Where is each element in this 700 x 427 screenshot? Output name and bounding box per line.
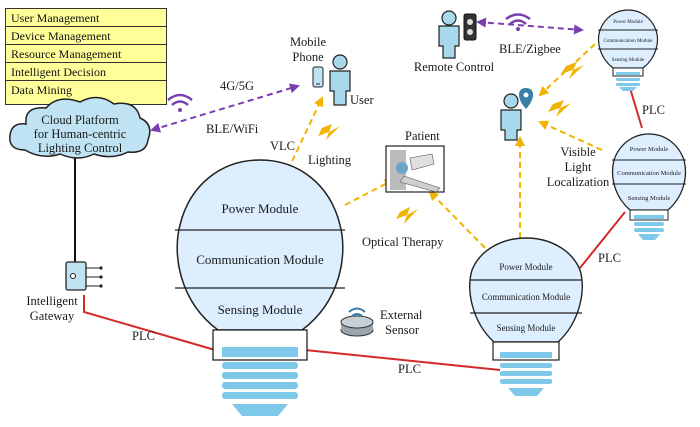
- remote-control-label: Remote Control: [414, 60, 495, 74]
- external-sensor-icon: [340, 307, 374, 337]
- secondary-communication-module: Communication Module: [482, 292, 570, 302]
- top-power-module: Power Module: [613, 20, 643, 25]
- right-power-module: Power Module: [630, 146, 669, 153]
- label-4g5g: 4G/5G: [220, 79, 254, 93]
- vll-label-line1: Visible: [560, 145, 596, 159]
- gateway-label-line2: Gateway: [30, 309, 75, 323]
- sensor-label-line2: Sensor: [385, 323, 420, 337]
- vll-label-line3: Localization: [547, 175, 610, 189]
- right-communication-module: Communication Module: [617, 170, 681, 177]
- localized-user-icon: [500, 93, 522, 141]
- wifi-icon: [167, 93, 193, 112]
- label-plc-bottom: PLC: [398, 362, 421, 376]
- vll-label-line2: Light: [564, 160, 592, 174]
- main-light-bulb: [175, 159, 345, 416]
- management-item: Intelligent Decision: [6, 63, 166, 81]
- remote-user-icon: [438, 10, 460, 59]
- sensor-label-line1: External: [380, 308, 423, 322]
- management-item: Resource Management: [6, 45, 166, 63]
- plc-line-bottom: [304, 349, 501, 371]
- label-ble-wifi: BLE/WiFi: [206, 122, 259, 136]
- ble-zigbee-link: [476, 17, 584, 35]
- label-plc-mid: PLC: [598, 251, 621, 265]
- vlc-light-link: [287, 96, 324, 171]
- main-power-module: Power Module: [222, 201, 299, 216]
- cloud-label-line1: Cloud Platform: [41, 113, 119, 127]
- gateway-label-line1: Intelligent: [26, 294, 78, 308]
- plc-line-mid: [579, 211, 626, 269]
- remote-control-icon: [463, 13, 477, 41]
- plc-line-gateway: [83, 295, 216, 351]
- label-plc-top: PLC: [642, 103, 665, 117]
- management-functions-box: User Management Device Management Resour…: [5, 8, 167, 105]
- secondary-power-module: Power Module: [499, 262, 552, 272]
- main-communication-module: Communication Module: [196, 252, 324, 267]
- secondary-light-bulb: [469, 237, 583, 396]
- label-plc-gateway: PLC: [132, 329, 155, 343]
- wifi-icon: [505, 13, 531, 31]
- label-optical-therapy: Optical Therapy: [362, 235, 444, 249]
- lightning-bolt-icon: [561, 62, 584, 79]
- secondary-sensing-module: Sensing Module: [497, 323, 556, 333]
- location-pin-icon: [519, 88, 533, 109]
- management-item: Data Mining: [11, 83, 72, 97]
- top-communication-module: Communication Module: [603, 39, 653, 44]
- management-item: Device Management: [6, 27, 166, 45]
- user-icon: [329, 54, 351, 106]
- localization-link-top: [538, 43, 596, 97]
- plc-line-top: [629, 87, 643, 129]
- therapy-light-link-right: [428, 190, 493, 256]
- top-sensing-module: Sensing Module: [612, 58, 645, 63]
- therapy-light-link-left: [344, 179, 395, 206]
- cloud-label-line2: for Human-centric: [34, 127, 127, 141]
- patient-label: Patient: [405, 129, 440, 143]
- right-sensing-module: Sensing Module: [628, 195, 671, 202]
- localization-link-right: [538, 120, 603, 151]
- mobile-phone-icon: [312, 66, 324, 88]
- mobile-label-line2: Phone: [292, 50, 324, 64]
- lightning-bolt-icon: [548, 100, 571, 117]
- management-item: User Management: [6, 9, 166, 27]
- lightning-bolt-icon: [396, 207, 418, 224]
- cloud-label-line3: Lighting Control: [38, 141, 123, 155]
- gateway-icon: [65, 261, 103, 291]
- label-ble-zigbee: BLE/Zigbee: [499, 42, 561, 56]
- patient-image: [385, 145, 445, 193]
- label-lighting: Lighting: [308, 153, 352, 167]
- main-sensing-module: Sensing Module: [218, 302, 303, 317]
- lightning-bolt-icon: [318, 124, 340, 140]
- mobile-label-line1: Mobile: [290, 35, 327, 49]
- top-right-light-bulb: [597, 9, 659, 91]
- label-vlc: VLC: [270, 139, 295, 153]
- cloud-platform: Cloud Platform for Human-centric Lightin…: [9, 96, 151, 159]
- ble-wifi-link: [150, 83, 300, 133]
- right-light-bulb: [611, 133, 687, 240]
- user-label: User: [350, 93, 374, 107]
